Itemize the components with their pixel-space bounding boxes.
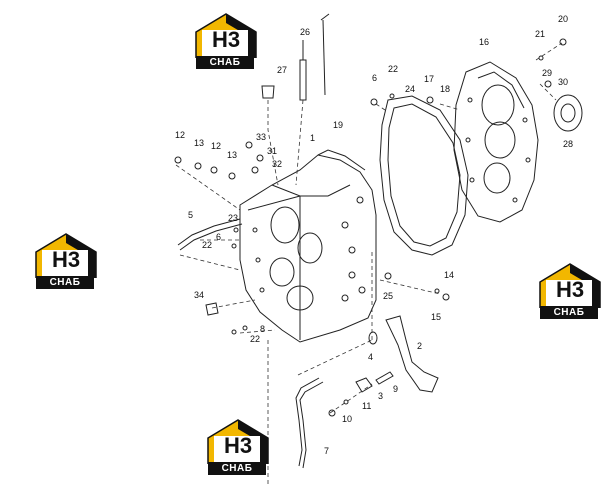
fill-tube (295, 377, 324, 469)
callout-14: 14 (444, 270, 454, 280)
transmission-cover (453, 61, 539, 223)
callout-1: 1 (310, 133, 315, 143)
callout-19: 19 (333, 120, 343, 130)
callout-31: 31 (267, 146, 277, 156)
callout-2: 2 (417, 341, 422, 351)
callout-9: 9 (393, 384, 398, 394)
callout-34: 34 (194, 290, 204, 300)
callout-16: 16 (479, 37, 489, 47)
callout-8: 8 (260, 324, 265, 334)
callout-10: 10 (342, 414, 352, 424)
brand-tag: СНАБ (540, 306, 598, 319)
callout-5: 5 (188, 210, 193, 220)
seal-retainer (553, 94, 583, 132)
oil-tube (177, 218, 243, 251)
callout-22-bottom: 22 (250, 334, 260, 344)
callout-12-mid: 12 (211, 141, 221, 151)
callout-24: 24 (405, 84, 415, 94)
house-logo-icon (195, 13, 257, 58)
brand-mark: H3 (555, 277, 585, 302)
brand-mark: H3 (211, 27, 241, 52)
callout-22-top: 22 (388, 64, 398, 74)
callout-26: 26 (300, 27, 310, 37)
small-hardware (174, 38, 567, 417)
brand-mark: H3 (51, 247, 81, 272)
brand-mark: H3 (223, 433, 253, 458)
callout-11: 11 (362, 401, 371, 411)
callout-22-left: 22 (202, 240, 212, 250)
leader-lines (175, 42, 563, 485)
callout-27: 27 (277, 65, 287, 75)
house-logo-icon (35, 233, 97, 278)
brand-tag: СНАБ (196, 56, 254, 69)
brand-tag: СНАБ (36, 276, 94, 289)
brand-logo-left: H3 СНАБ (32, 232, 102, 290)
house-logo-icon (207, 419, 269, 464)
callout-21: 21 (535, 29, 545, 39)
brand-logo-right: H3 СНАБ (536, 262, 606, 320)
callout-4: 4 (368, 352, 373, 362)
callout-6-top: 6 (372, 73, 377, 83)
brand-logo-top: H3 СНАБ (192, 12, 262, 70)
breather-plug (261, 85, 275, 99)
callout-28: 28 (563, 139, 573, 149)
callout-23: 23 (228, 213, 238, 223)
callout-29: 29 (542, 68, 552, 78)
housing-gasket (379, 95, 469, 256)
dipstick-assembly (299, 13, 330, 101)
callout-32: 32 (272, 159, 282, 169)
callout-13-mid: 13 (227, 150, 237, 160)
callout-15: 15 (431, 312, 441, 322)
house-logo-icon (539, 263, 601, 308)
shift-lever (385, 315, 439, 393)
callout-numbers: 1 2 3 4 5 6 6 7 8 9 10 11 12 12 13 13 14… (175, 14, 573, 456)
callout-17: 17 (424, 74, 434, 84)
callout-25: 25 (383, 291, 393, 301)
callout-3: 3 (378, 391, 383, 401)
callout-30: 30 (558, 77, 568, 87)
callout-7: 7 (324, 446, 329, 456)
callout-6-left: 6 (216, 232, 221, 242)
callout-13-left: 13 (194, 138, 204, 148)
callout-18: 18 (440, 84, 450, 94)
callout-20: 20 (558, 14, 568, 24)
transmission-housing (239, 149, 377, 343)
brand-tag: СНАБ (208, 462, 266, 475)
brand-logo-bottom: H3 СНАБ (204, 418, 274, 476)
callout-33: 33 (256, 132, 266, 142)
callout-12-left: 12 (175, 130, 185, 140)
